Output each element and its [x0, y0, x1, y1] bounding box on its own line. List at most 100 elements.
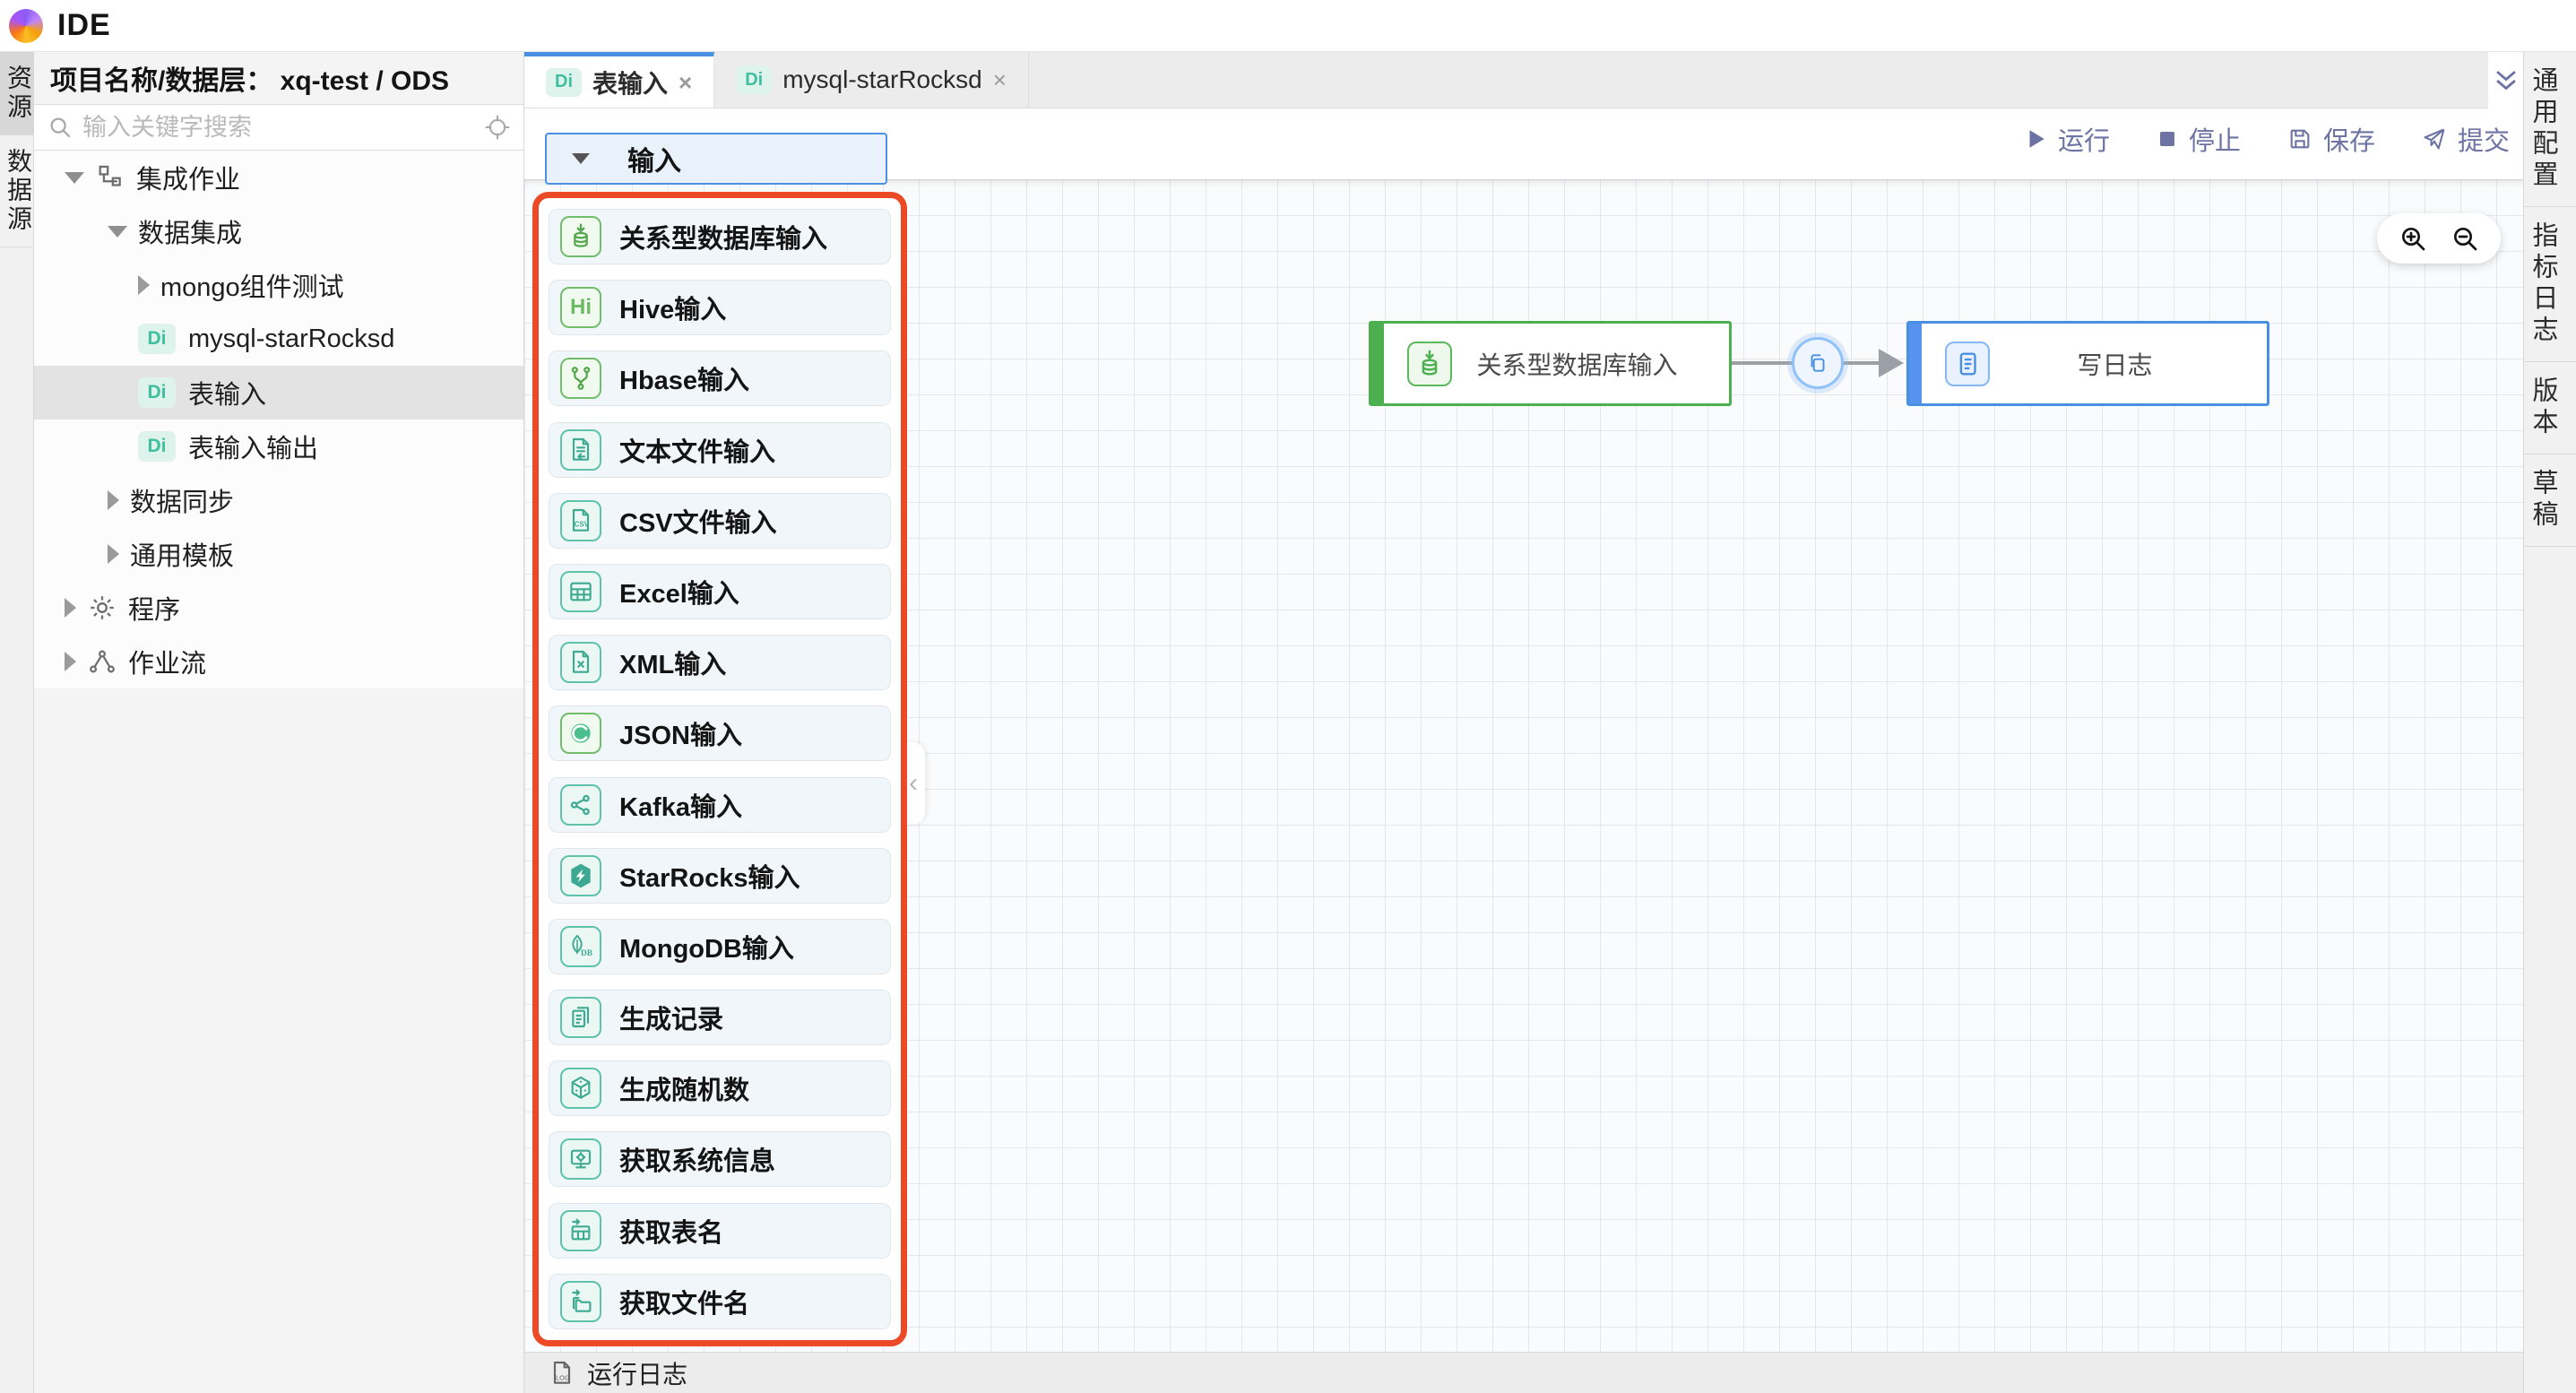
node-relational-db-input[interactable]: 关系型数据库输入: [1369, 321, 1732, 406]
palette-item-label: Hive输入: [619, 296, 727, 325]
palette-item-csv-file-input[interactable]: CSV CSV文件输入: [549, 492, 891, 549]
palette-item-hive-input[interactable]: Hi Hive输入: [549, 280, 891, 336]
palette-item-relational-db-input[interactable]: 关系型数据库输入: [549, 209, 891, 264]
mongodb-icon: DB: [560, 925, 601, 967]
di-badge: Di: [138, 377, 176, 408]
caret-right-icon[interactable]: [108, 544, 119, 564]
tree-item-mysql-starrocksd[interactable]: Di mysql-starRocksd: [34, 312, 523, 366]
canvas-toolbar: 运行 停止 保存 提交: [2024, 120, 2510, 158]
caret-down-icon: [572, 153, 590, 164]
palette-item-xml-input[interactable]: XML输入: [549, 635, 891, 691]
rail-tab-drafts[interactable]: 草稿: [2524, 454, 2576, 547]
tree-item-table-input[interactable]: Di 表输入: [34, 366, 523, 420]
resource-tree: 集成作业 数据集成 mongo组件测试 Di mysql-starRocksd …: [34, 151, 523, 688]
project-header: 项目名称/数据层： xq-test / ODS: [50, 66, 450, 96]
palette-item-label: 获取表名: [619, 1218, 724, 1248]
json-icon: [560, 713, 601, 755]
xml-file-icon: [560, 642, 601, 684]
rail-tab-metric-logs[interactable]: 指标日志: [2524, 207, 2576, 362]
node-write-log[interactable]: 写日志: [1906, 321, 2269, 406]
edge-copy-icon[interactable]: [1792, 337, 1844, 389]
palette-item-random-number[interactable]: 生成随机数: [549, 1060, 891, 1117]
hive-icon: Hi: [560, 287, 601, 329]
editor-tabstrip: Di 表输入 × Di mysql-starRocksd ×: [524, 52, 2523, 108]
palette-item-mongodb-input[interactable]: DB MongoDB输入: [549, 918, 891, 974]
app-logo-icon: [9, 8, 43, 43]
close-icon[interactable]: ×: [992, 66, 1007, 93]
svg-text:CSV: CSV: [575, 520, 590, 528]
get-file-name-icon: [560, 1280, 601, 1322]
edge-arrowhead-icon: [1879, 349, 1904, 377]
locate-icon[interactable]: [484, 114, 511, 141]
palette-item-system-info[interactable]: 获取系统信息: [549, 1131, 891, 1188]
palette-item-generate-records[interactable]: 生成记录: [549, 990, 891, 1046]
rail-tab-general-config[interactable]: 通用配置: [2524, 52, 2576, 207]
tree-item-label: 作业流: [128, 650, 207, 679]
rail-tab-resources[interactable]: 资源: [0, 52, 34, 135]
palette-item-starrocks-input[interactable]: StarRocks输入: [549, 847, 891, 904]
rail-tab-versions[interactable]: 版本: [2524, 362, 2576, 454]
chevron-double-down-icon: [2495, 70, 2516, 90]
tree-item-table-input-output[interactable]: Di 表输入输出: [34, 420, 523, 473]
tree-item-program[interactable]: 程序: [34, 581, 523, 635]
caret-down-icon[interactable]: [65, 171, 84, 184]
node-label: 写日志: [2077, 350, 2153, 379]
stop-button[interactable]: 停止: [2157, 120, 2241, 158]
svg-text:LOG: LOG: [556, 1373, 570, 1381]
tree-item-label: 数据同步: [130, 489, 235, 517]
tree-item-workflow[interactable]: 作业流: [34, 635, 523, 688]
palette-item-text-file-input[interactable]: 文本文件输入: [549, 421, 891, 478]
generate-records-icon: [560, 997, 601, 1039]
tab-table-input[interactable]: Di 表输入 ×: [524, 52, 715, 108]
caret-right-icon[interactable]: [138, 275, 150, 295]
zoom-out-icon[interactable]: [2451, 224, 2479, 253]
palette-item-label: 生成记录: [619, 1006, 724, 1035]
org-chart-icon: [99, 165, 121, 186]
palette-item-excel-input[interactable]: Excel输入: [549, 563, 891, 619]
palette-item-label: MongoDB输入: [619, 934, 794, 964]
palette-header-input[interactable]: 输入: [545, 133, 887, 185]
caret-right-icon[interactable]: [108, 490, 119, 510]
palette-item-label: 关系型数据库输入: [619, 225, 828, 254]
tree-item-integration-jobs[interactable]: 集成作业: [34, 151, 523, 204]
left-rail: 资源 数据源: [0, 52, 34, 1393]
run-log-bar[interactable]: LOG 运行日志: [524, 1352, 2523, 1393]
palette-item-get-table-name[interactable]: 获取表名: [549, 1202, 891, 1259]
collapse-panel-button[interactable]: [2488, 52, 2523, 108]
search-bar: [34, 104, 523, 151]
search-input[interactable]: [82, 113, 484, 142]
caret-right-icon[interactable]: [65, 598, 76, 618]
tree-item-data-sync[interactable]: 数据同步: [34, 473, 523, 527]
close-icon[interactable]: ×: [679, 68, 693, 96]
excel-icon: [560, 570, 601, 612]
palette-item-get-file-name[interactable]: 获取文件名: [549, 1273, 891, 1329]
tree-item-label: 通用模板: [130, 542, 235, 571]
submit-button[interactable]: 提交: [2422, 120, 2510, 158]
rail-tab-datasources[interactable]: 数据源: [0, 135, 34, 247]
palette-item-json-input[interactable]: JSON输入: [549, 705, 891, 762]
node-accent: [1909, 324, 1922, 403]
caret-right-icon[interactable]: [65, 652, 76, 671]
di-badge: Di: [546, 67, 582, 97]
palette-header-label: 输入: [627, 147, 681, 177]
get-table-name-icon: [560, 1209, 601, 1251]
caret-down-icon[interactable]: [108, 225, 127, 238]
zoom-in-icon[interactable]: [2399, 224, 2427, 253]
run-label: 运行: [2057, 127, 2110, 156]
palette-item-kafka-input[interactable]: Kafka输入: [549, 776, 891, 833]
palette-item-hbase-input[interactable]: Hbase输入: [549, 350, 891, 407]
palette-item-label: JSON输入: [619, 722, 742, 751]
tree-item-mongo-test[interactable]: mongo组件测试: [34, 258, 523, 312]
run-button[interactable]: 运行: [2024, 120, 2110, 158]
palette-item-label: StarRocks输入: [619, 863, 800, 893]
hbase-icon: [560, 358, 601, 400]
save-button[interactable]: 保存: [2287, 120, 2375, 158]
svg-text:DB: DB: [581, 949, 592, 958]
tree-item-common-template[interactable]: 通用模板: [34, 527, 523, 581]
right-rail: 通用配置 指标日志 版本 草稿: [2523, 52, 2576, 1393]
tab-mysql-starrocksd[interactable]: Di mysql-starRocksd ×: [714, 52, 1029, 108]
log-file-icon: LOG: [553, 1361, 571, 1384]
tree-item-data-integration[interactable]: 数据集成: [34, 204, 523, 258]
di-badge: Di: [138, 324, 176, 354]
